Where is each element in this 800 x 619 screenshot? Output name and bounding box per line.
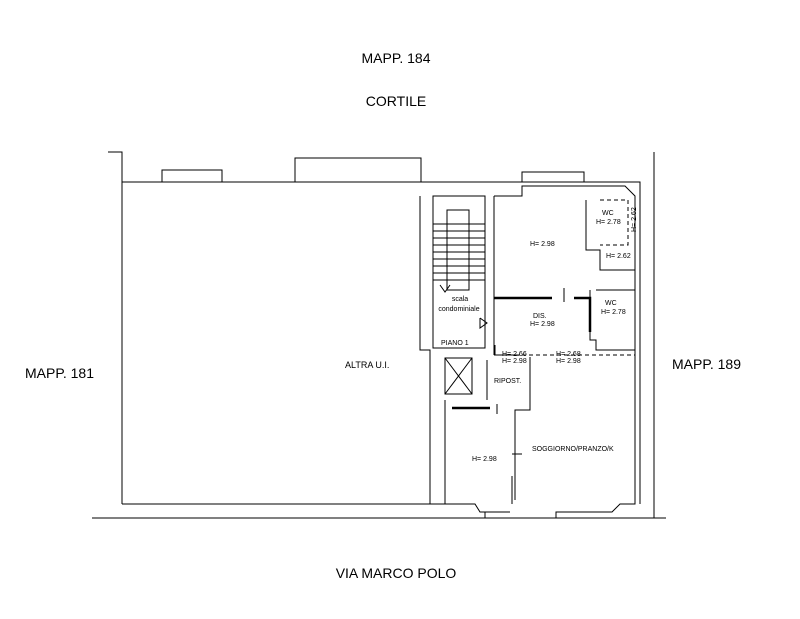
label-east: MAPP. 189 [672, 356, 741, 372]
room-wc1-side-height: H= 2.62 [631, 207, 638, 232]
room-wc1-label: WC [602, 210, 614, 217]
room-wc2-height: H= 2.78 [601, 309, 626, 316]
label-floor: PIANO 1 [441, 340, 469, 347]
building-outline [92, 151, 666, 519]
room-wc1-sub-height: H= 2.62 [606, 253, 631, 260]
room-wc1-height: H= 2.78 [596, 219, 621, 226]
room-dis-height: H= 2.98 [530, 321, 555, 328]
room-dis-label: DIS. [533, 313, 547, 320]
label-north: MAPP. 184 [361, 50, 430, 66]
label-stair-2: condominiale [438, 306, 479, 313]
label-other-unit: ALTRA U.I. [345, 360, 389, 370]
label-stair: scala [452, 296, 468, 303]
room-ripost-label: RIPOST. [494, 378, 521, 385]
apartment-walls [419, 185, 636, 519]
passage-height-2a: H= 2.68 [556, 351, 581, 358]
label-west: MAPP. 181 [25, 365, 94, 381]
label-street: VIA MARCO POLO [336, 565, 457, 581]
room-wc2-label: WC [605, 300, 617, 307]
staircase [432, 195, 488, 395]
room-living-height: H= 2.98 [472, 456, 497, 463]
room-bedroom-height: H= 2.98 [530, 241, 555, 248]
passage-height-1a: H= 2.66 [502, 351, 527, 358]
passage-height-1b: H= 2.98 [502, 358, 527, 365]
passage-height-2b: H= 2.98 [556, 358, 581, 365]
room-living-label: SOGGIORNO/PRANZO/K [532, 446, 614, 453]
label-courtyard: CORTILE [366, 93, 426, 109]
